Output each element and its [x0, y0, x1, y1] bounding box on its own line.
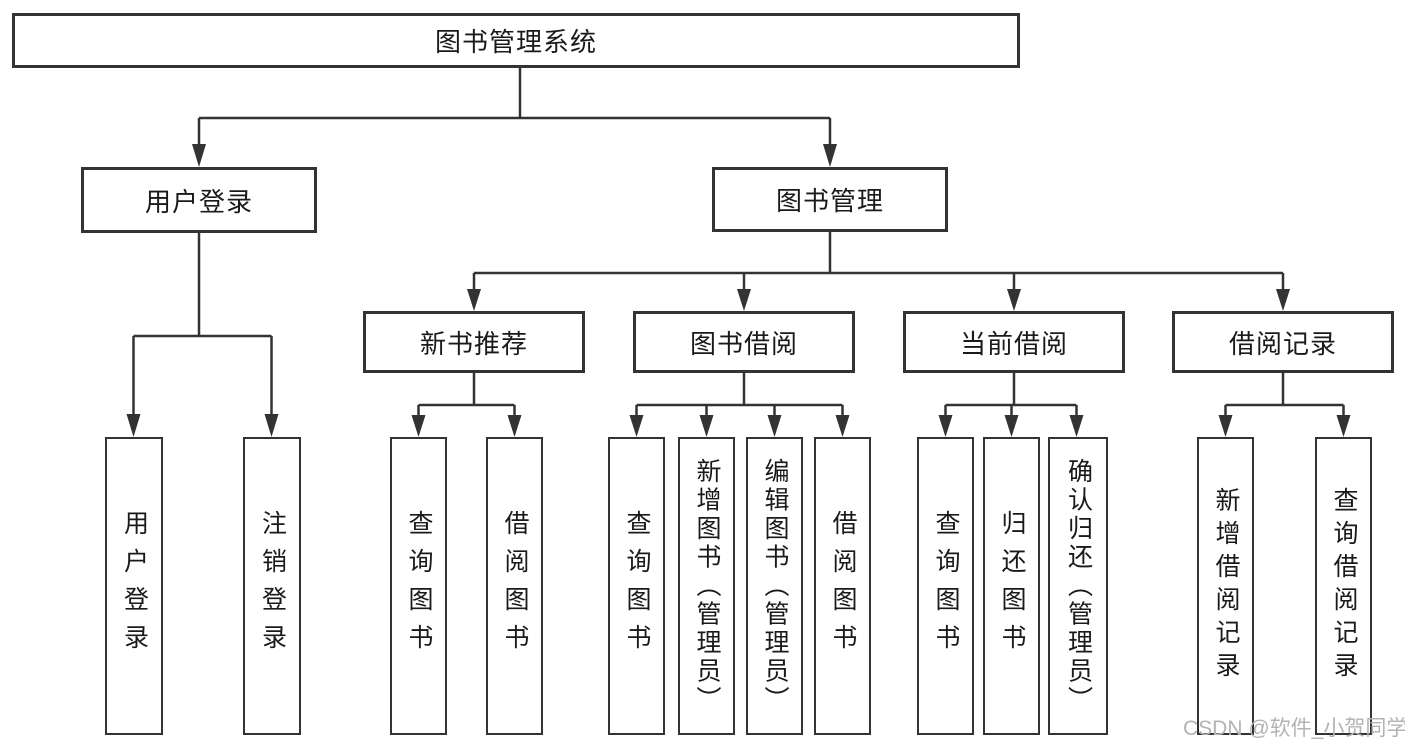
- leaf-user-login: 用户登录: [105, 437, 163, 735]
- node-new-book-recommend: 新书推荐: [363, 311, 585, 373]
- leaf-borrow-books-recommend: 借阅图书: [486, 437, 543, 735]
- leaf-borrow-books: 借阅图书: [814, 437, 871, 735]
- node-user-login: 用户登录: [81, 167, 317, 233]
- leaf-query-books-current: 查询图书: [917, 437, 974, 735]
- node-book-borrowing: 图书借阅: [633, 311, 855, 373]
- leaf-query-borrow-record: 查询借阅记录: [1315, 437, 1372, 735]
- leaf-add-borrow-record: 新增借阅记录: [1197, 437, 1254, 735]
- csdn-watermark: CSDN @软件_小贺同学: [1183, 717, 1405, 740]
- leaf-query-books-recommend: 查询图书: [390, 437, 447, 735]
- leaf-confirm-return-admin: 确认归还（管理员）: [1048, 437, 1108, 735]
- leaf-return-books: 归还图书: [983, 437, 1040, 735]
- leaf-logout: 注销登录: [243, 437, 301, 735]
- node-root-system: 图书管理系统: [12, 13, 1020, 68]
- node-book-management: 图书管理: [712, 167, 948, 232]
- leaf-add-books-admin: 新增图书（管理员）: [678, 437, 735, 735]
- node-current-borrowing: 当前借阅: [903, 311, 1125, 373]
- leaf-edit-books-admin: 编辑图书（管理员）: [746, 437, 803, 735]
- leaf-query-books-borrow: 查询图书: [608, 437, 665, 735]
- node-borrowing-records: 借阅记录: [1172, 311, 1394, 373]
